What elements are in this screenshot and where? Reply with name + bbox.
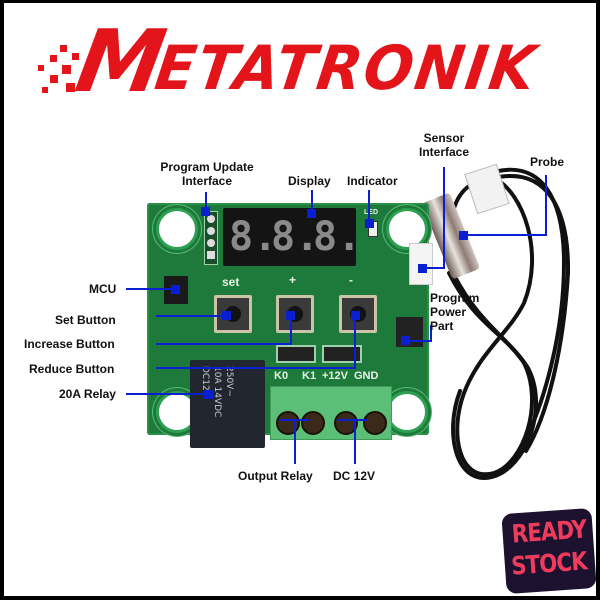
logo-pixel [50,55,57,62]
callout-line [156,315,224,317]
screw-terminal[interactable] [276,411,300,435]
label-dc-12v: DC 12V [333,469,376,483]
terminal-block [270,386,392,440]
screw-terminal[interactable] [363,411,387,435]
label-sensor-interface: Sensor Interface [418,131,470,159]
callout-line [126,288,172,290]
callout-line [290,315,292,345]
callout-dot [401,336,410,345]
callout-line [354,420,356,464]
logo-pixel [72,53,79,60]
silkscreen-set: set [222,275,240,289]
logo-pixel [62,65,71,74]
callout-dot [459,231,468,240]
label-20a-relay: 20A Relay [59,387,116,401]
diode-d2 [322,345,362,363]
callout-line [406,340,432,342]
terminal-gnd: GND [354,370,379,382]
logo-pixel [66,83,75,92]
silkscreen-led: LED [364,209,378,216]
label-display: Display [288,174,331,188]
silkscreen-minus: - [349,273,353,287]
silkscreen-plus: + [289,273,297,287]
probe-cable [447,167,571,480]
callout-line [294,420,296,464]
callout-line [430,325,432,342]
callout-line [545,175,547,235]
callout-dot [351,311,360,320]
seven-segment-display: 8. 8. 8. [223,208,361,266]
callout-dot [418,264,427,273]
callout-dot [365,219,374,228]
label-output-relay: Output Relay [238,469,313,483]
set-button[interactable] [214,295,252,333]
label-program-power-part: Program Power Part [430,291,480,333]
label-probe: Probe [530,155,565,169]
mount-hole [156,208,198,250]
callout-dot [307,209,316,218]
label-mcu: MCU [89,282,117,296]
terminal-12v: +12V [322,370,348,382]
logo-pixel [38,65,44,71]
screw-terminal[interactable] [301,411,325,435]
callout-line [156,343,292,345]
callout-dot [222,311,231,320]
label-indicator: Indicator [347,174,398,188]
display-digit: 8. [313,214,362,260]
label-program-update-interface: Program Update Interface [160,160,254,188]
label-increase-button: Increase Button [24,337,115,351]
terminal-k0: K0 [274,370,289,382]
callout-line [126,393,206,395]
badge-line-2: STOCK [510,546,588,581]
callout-line [368,190,370,220]
relay-marking: 10A 14VDC [212,366,222,418]
callout-line [311,190,313,210]
relay-marking: 250V~ [224,366,234,397]
callout-dot [204,390,213,399]
logo-pixel [60,45,67,52]
callout-line [205,192,207,208]
callout-line [424,267,445,269]
program-header [204,211,218,265]
display-digit: 8. [271,214,320,260]
ready-stock-badge: READY STOCK [501,507,596,595]
diode-d1 [276,345,316,363]
increase-button[interactable] [276,295,314,333]
label-reduce-button: Reduce Button [29,362,115,376]
brand-logo: M ETATRONIK [36,12,576,112]
label-set-button: Set Button [55,313,116,327]
terminal-k1: K1 [302,370,317,382]
logo-pixel [42,87,48,93]
mount-hole [386,391,428,433]
callout-line [156,367,356,369]
callout-line [354,315,356,369]
callout-line [338,419,368,421]
badge-line-1: READY [510,514,588,549]
callout-line [466,234,547,236]
callout-dot [286,311,295,320]
display-digit: 8. [229,214,278,260]
product-image: M ETATRONIK 8. 8. 8. LED set + [4,3,596,596]
callout-dot [171,285,180,294]
callout-dot [201,207,210,216]
callout-line [443,167,445,269]
sensor-connector [409,243,433,285]
logo-pixel [50,75,58,83]
relay: DC12V 10A 14VDC 250V~ [190,360,265,448]
